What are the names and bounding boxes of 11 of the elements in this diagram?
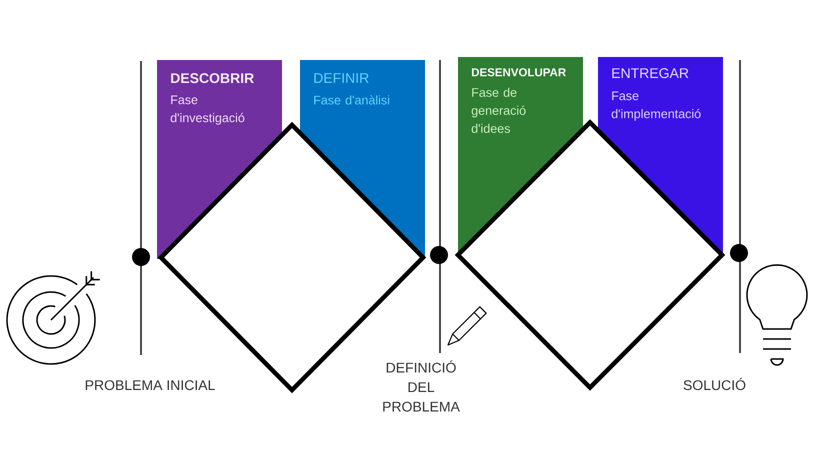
phase-description: Fase d'anàlisi — [314, 95, 390, 105]
phase-description: Fase d'implementació — [612, 92, 701, 121]
phase-description: Fase de generació d'idees — [472, 88, 526, 133]
milestone-label: DEFINICIÓ DEL PROBLEMA — [383, 360, 460, 412]
phase-description: Fase d'investigació — [170, 96, 244, 125]
milestone-label: SOLUCIÓ — [684, 378, 746, 390]
phase-title: DESENVOLUPAR — [472, 68, 566, 76]
milestone-label: PROBLEMA INICIAL — [86, 380, 215, 390]
phase-title: DESCOBRIR — [171, 73, 254, 84]
phase-title: ENTREGAR — [612, 68, 688, 78]
phase-title: DEFINIR — [314, 73, 369, 83]
